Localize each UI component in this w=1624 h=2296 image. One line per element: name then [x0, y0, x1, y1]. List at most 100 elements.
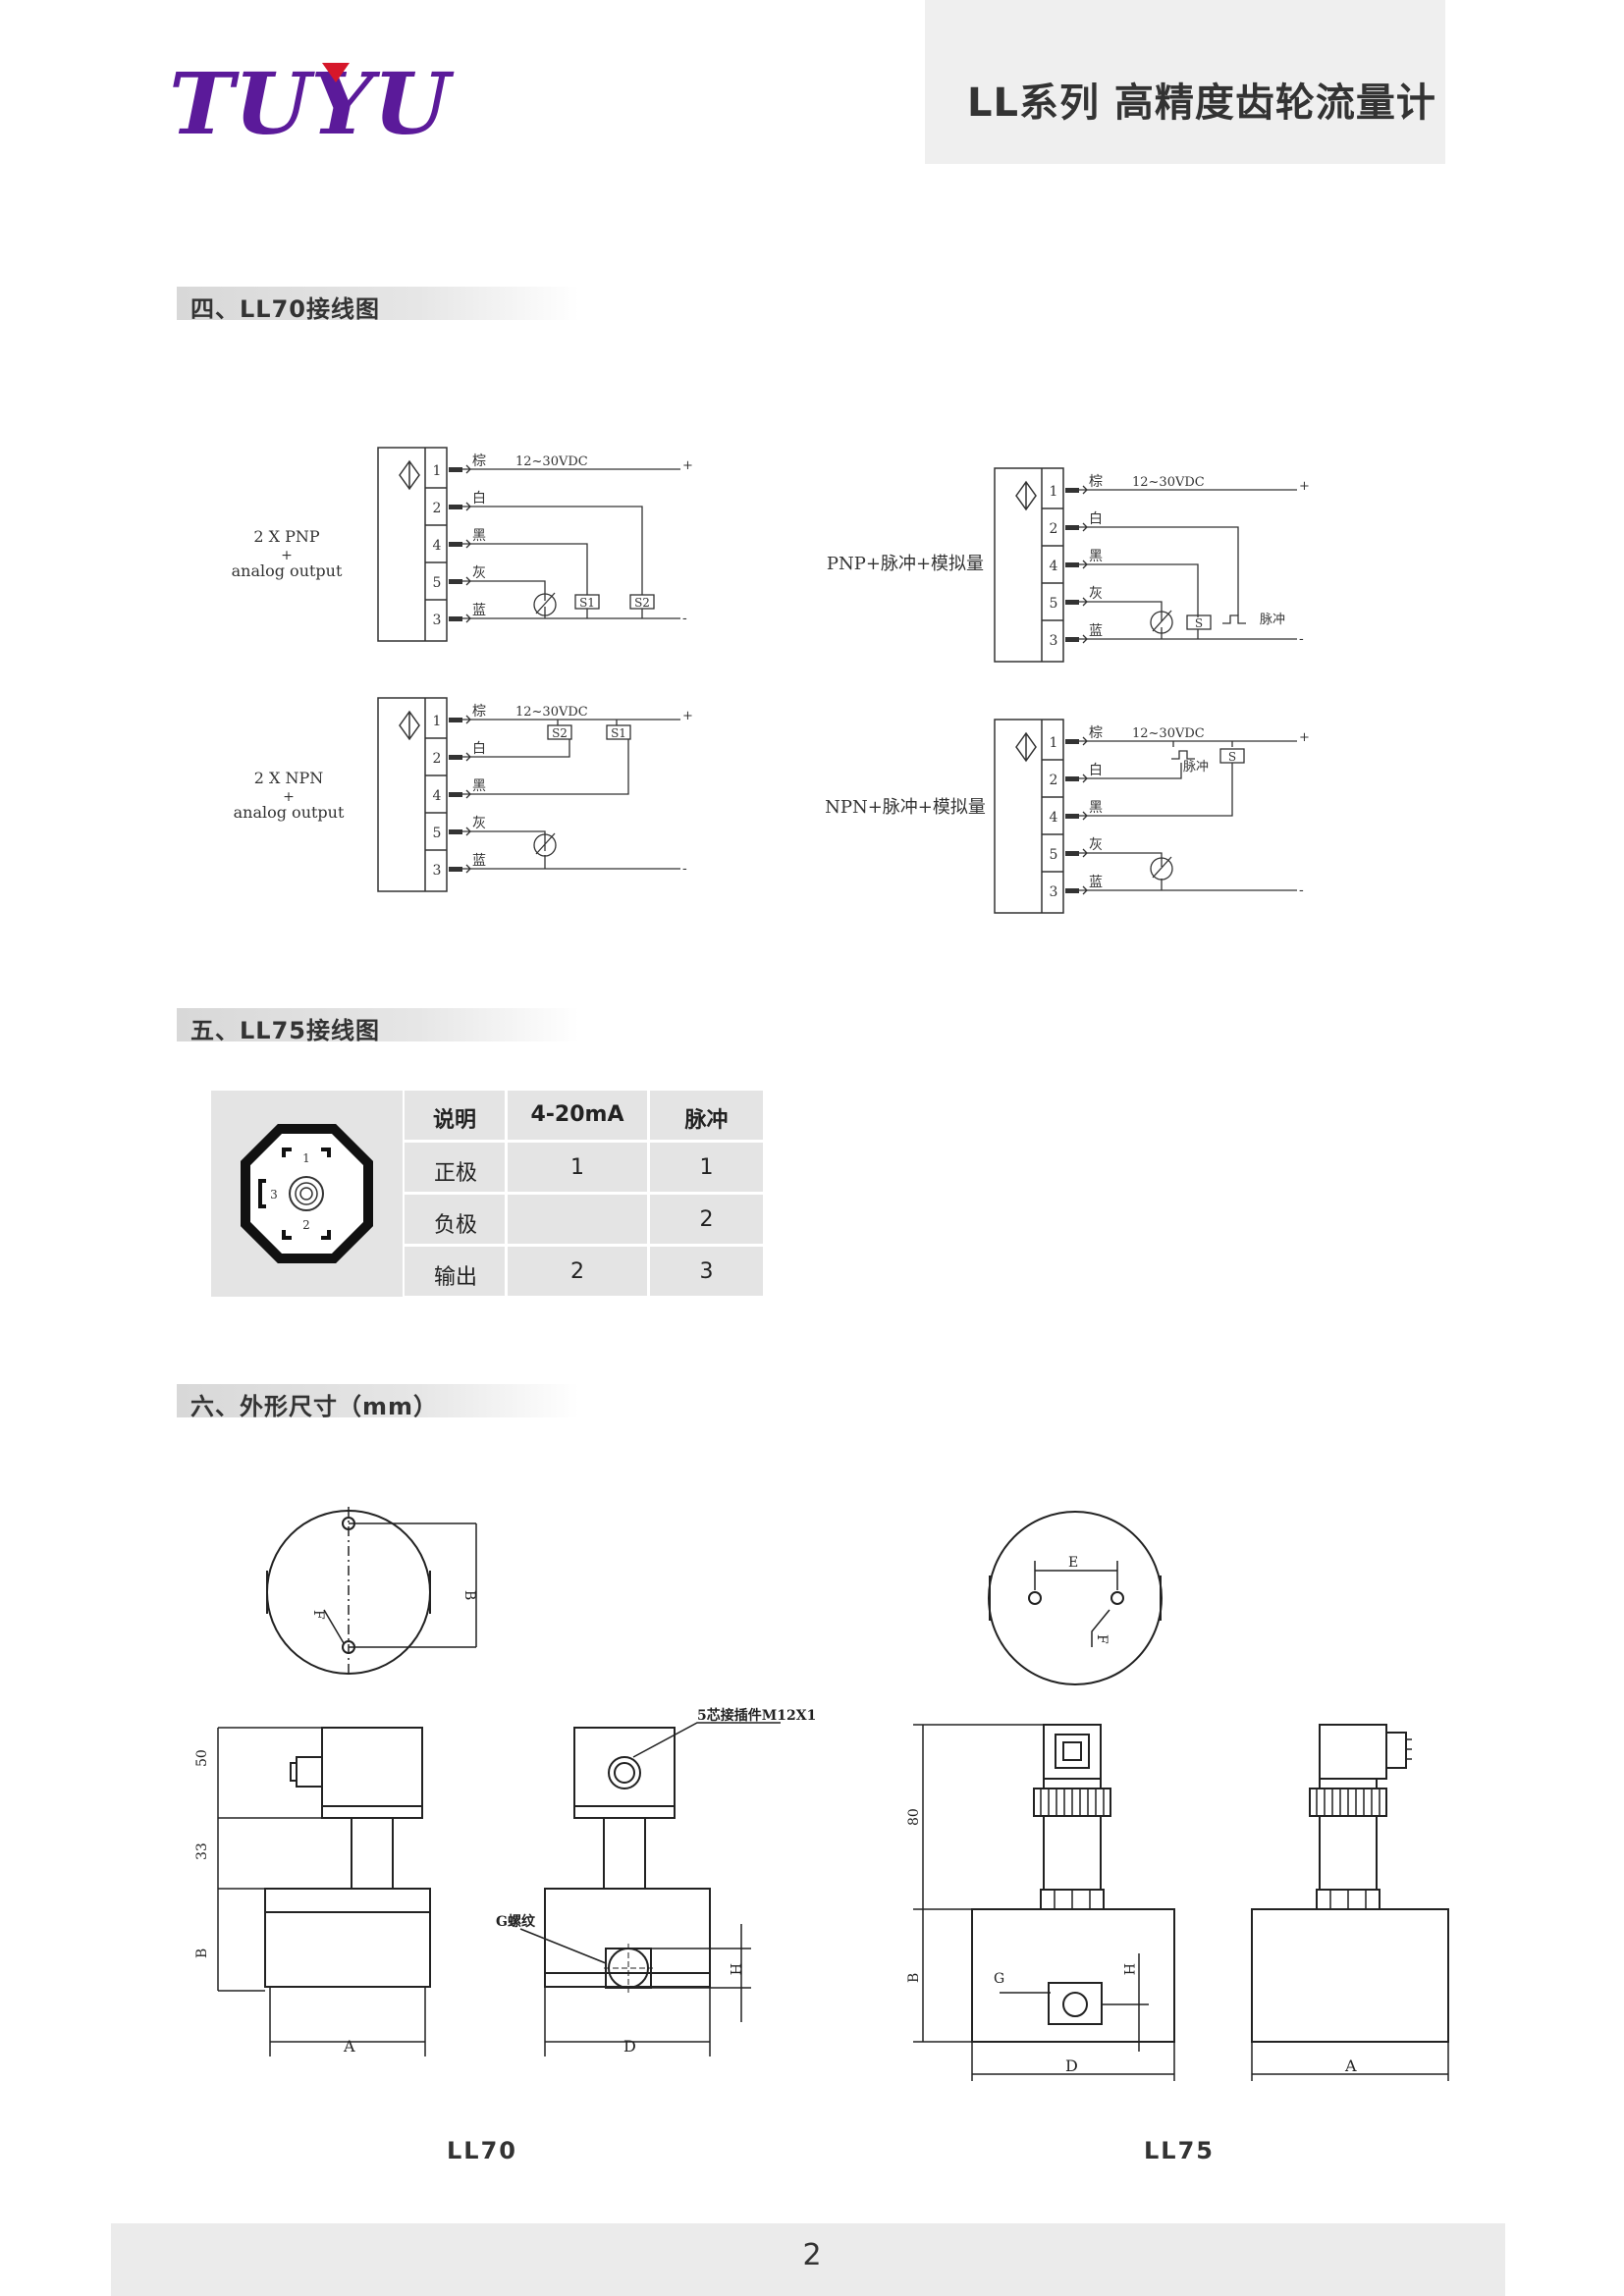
wire-line — [470, 719, 680, 870]
wire-connector — [449, 579, 462, 584]
wire-arrow — [1079, 560, 1088, 569]
terminal-number: 1 — [433, 714, 442, 729]
sensor-body — [377, 697, 448, 892]
terminal-number: 1 — [1050, 735, 1058, 751]
meter-icon — [1150, 857, 1173, 881]
terminal-number: 4 — [1050, 810, 1058, 826]
switch-label: S2 — [634, 596, 650, 610]
section-4-header: 四、LL70接线图 — [177, 287, 579, 323]
meter-icon — [1150, 611, 1173, 634]
wire-arrow — [1079, 811, 1088, 821]
wire-connector — [1065, 488, 1079, 493]
pulse-label: 脉冲 — [1183, 760, 1209, 774]
meter-icon — [533, 833, 557, 857]
sensor-body — [377, 447, 448, 642]
pin-table-cell-pulse: 3 — [699, 1259, 714, 1284]
wire-line — [1087, 740, 1297, 891]
pulse-icon — [1222, 614, 1246, 624]
wire-connector — [1065, 776, 1079, 781]
plus-label: + — [682, 458, 693, 473]
wire-connector — [1065, 814, 1079, 819]
switch-label: S2 — [552, 726, 568, 740]
sensor-symbol — [399, 710, 420, 741]
wire-color-label: 蓝 — [472, 603, 486, 618]
terminal-number: 4 — [1050, 559, 1058, 574]
ll75-front-view: 80 B G H D — [906, 1724, 1175, 2081]
ll75-dim-h: H — [1120, 1963, 1136, 1975]
pin-table-cell-pulse: 1 — [699, 1155, 714, 1180]
caption-ll70: LL70 — [447, 2137, 517, 2164]
wire-connector — [449, 755, 462, 760]
meter-needle — [1152, 856, 1172, 879]
switch-box — [547, 724, 572, 740]
pin-table-cell-pulse: 2 — [699, 1207, 714, 1232]
caption-ll75: LL75 — [1144, 2137, 1215, 2164]
wire-color-label: 灰 — [1089, 837, 1103, 853]
pulse-label: 脉冲 — [1260, 613, 1285, 627]
wire-arrow — [462, 864, 471, 874]
wire-connector — [1065, 525, 1079, 530]
diagram-label: analog output — [232, 561, 343, 580]
supply-label: 12~30VDC — [515, 454, 588, 469]
diagram-label: 2 X PNP — [253, 527, 320, 546]
logo-text: TUYU — [169, 57, 455, 145]
connector-icon: 1 2 3 — [241, 1124, 373, 1263]
plus-label: + — [1299, 730, 1310, 745]
wire-connector — [1065, 888, 1079, 893]
ll70-dim-d: D — [623, 2037, 636, 2056]
tuyu-logo: TUYU — [169, 57, 455, 145]
diagram-label: + — [283, 789, 295, 805]
ll70-dim-h: H — [727, 1963, 742, 1975]
logo-accent-triangle — [322, 63, 350, 82]
switch-label: S1 — [579, 596, 595, 610]
diagram-label: + — [281, 548, 293, 563]
wire-connector — [449, 829, 462, 834]
terminal-number: 2 — [433, 501, 442, 516]
pin-table-header-desc: 说明 — [432, 1108, 476, 1133]
wire-connector — [449, 616, 462, 621]
wire-connector — [1065, 600, 1079, 605]
wire-color-label: 黑 — [1089, 800, 1103, 816]
wire-color-label: 白 — [1089, 763, 1103, 778]
terminal-number: 3 — [433, 613, 442, 628]
wire-arrow — [1079, 774, 1088, 783]
wire-color-label: 蓝 — [1089, 875, 1103, 890]
pin-table-cell-desc: 负极 — [434, 1213, 478, 1238]
terminal-number: 1 — [1050, 484, 1058, 500]
terminal-number: 5 — [1050, 596, 1058, 612]
connector-panel: 1 2 3 — [211, 1091, 403, 1297]
switch-label: S1 — [611, 726, 626, 740]
wire-arrow — [462, 614, 471, 623]
ll70-side-view: 50 33 B A — [194, 1727, 431, 2056]
diagram-label: analog output — [234, 803, 345, 822]
wire-color-label: 灰 — [472, 816, 486, 831]
plus-label: + — [1299, 479, 1310, 494]
page-number: 2 — [802, 2238, 822, 2272]
pin-table-header-ma: 4-20mA — [530, 1102, 624, 1127]
ll75-dim-g: G — [994, 1971, 1004, 1987]
wire-connector — [1065, 851, 1079, 856]
terminal-number: 3 — [1050, 633, 1058, 649]
meter-needle — [535, 592, 556, 614]
wire-arrow — [462, 576, 471, 586]
page-title: LL系列 高精度齿轮流量计 — [967, 80, 1436, 126]
terminal-number: 4 — [433, 788, 442, 804]
ll70-dim-b-side: B — [194, 1949, 210, 1958]
minus-label: - — [682, 611, 687, 626]
switch-label: S — [1228, 750, 1236, 764]
switch-box — [574, 594, 600, 610]
sensor-body — [994, 467, 1064, 663]
wire-arrow — [462, 827, 471, 836]
sensor-symbol — [399, 459, 420, 491]
wire-arrow — [462, 502, 471, 511]
diagram-label: 2 X NPN — [254, 769, 324, 787]
wire-arrow — [1079, 522, 1088, 532]
wire-connector — [1065, 562, 1079, 567]
terminal-number: 2 — [1050, 521, 1058, 537]
wire-connector — [1065, 739, 1079, 744]
connector-pin-2: 2 — [302, 1218, 310, 1232]
terminal-number: 1 — [433, 463, 442, 479]
wire-color-label: 蓝 — [1089, 623, 1103, 639]
minus-label: - — [682, 861, 687, 877]
